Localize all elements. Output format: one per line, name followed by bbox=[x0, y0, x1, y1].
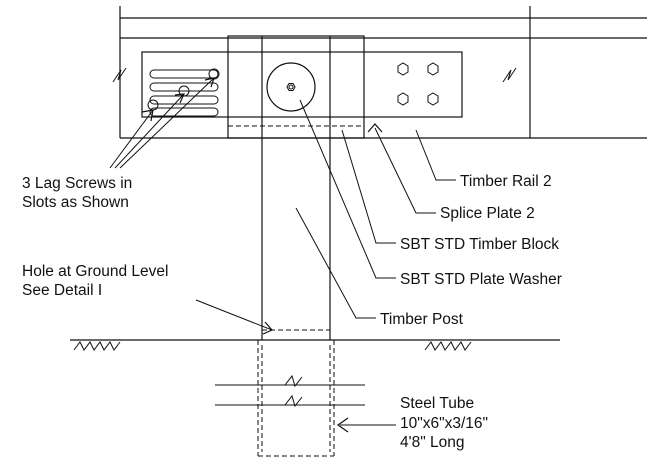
plate-washer bbox=[266, 62, 316, 112]
label-steel-tube-line3: 4'8" Long bbox=[400, 434, 465, 451]
label-hole-line2: See Detail I bbox=[22, 282, 102, 299]
leader-lines bbox=[109, 77, 456, 433]
bolt-hex-group bbox=[397, 62, 439, 106]
splice-plate bbox=[141, 51, 463, 118]
label-steel-tube-line2: 10"x6"x3/16" bbox=[400, 415, 488, 432]
timber-post bbox=[261, 36, 331, 340]
label-timber-post: Timber Post bbox=[380, 311, 464, 328]
callout-labels: 3 Lag Screws in Slots as Shown Timber Ra… bbox=[22, 173, 562, 451]
timber-rail bbox=[112, 6, 647, 139]
label-splice-plate: Splice Plate 2 bbox=[440, 205, 535, 222]
label-timber-block: SBT STD Timber Block bbox=[400, 236, 559, 253]
label-timber-rail: Timber Rail 2 bbox=[460, 173, 552, 190]
timber-block bbox=[227, 35, 365, 139]
label-plate-washer: SBT STD Plate Washer bbox=[400, 271, 562, 288]
ground-line bbox=[70, 339, 560, 351]
label-lag-screws-line1: 3 Lag Screws in bbox=[22, 175, 132, 192]
label-hole-line1: Hole at Ground Level bbox=[22, 263, 168, 280]
lag-screw-slots bbox=[147, 68, 220, 117]
label-lag-screws-line2: Slots as Shown bbox=[22, 194, 129, 211]
label-steel-tube-line1: Steel Tube bbox=[400, 395, 474, 412]
steel-tube bbox=[215, 340, 365, 457]
